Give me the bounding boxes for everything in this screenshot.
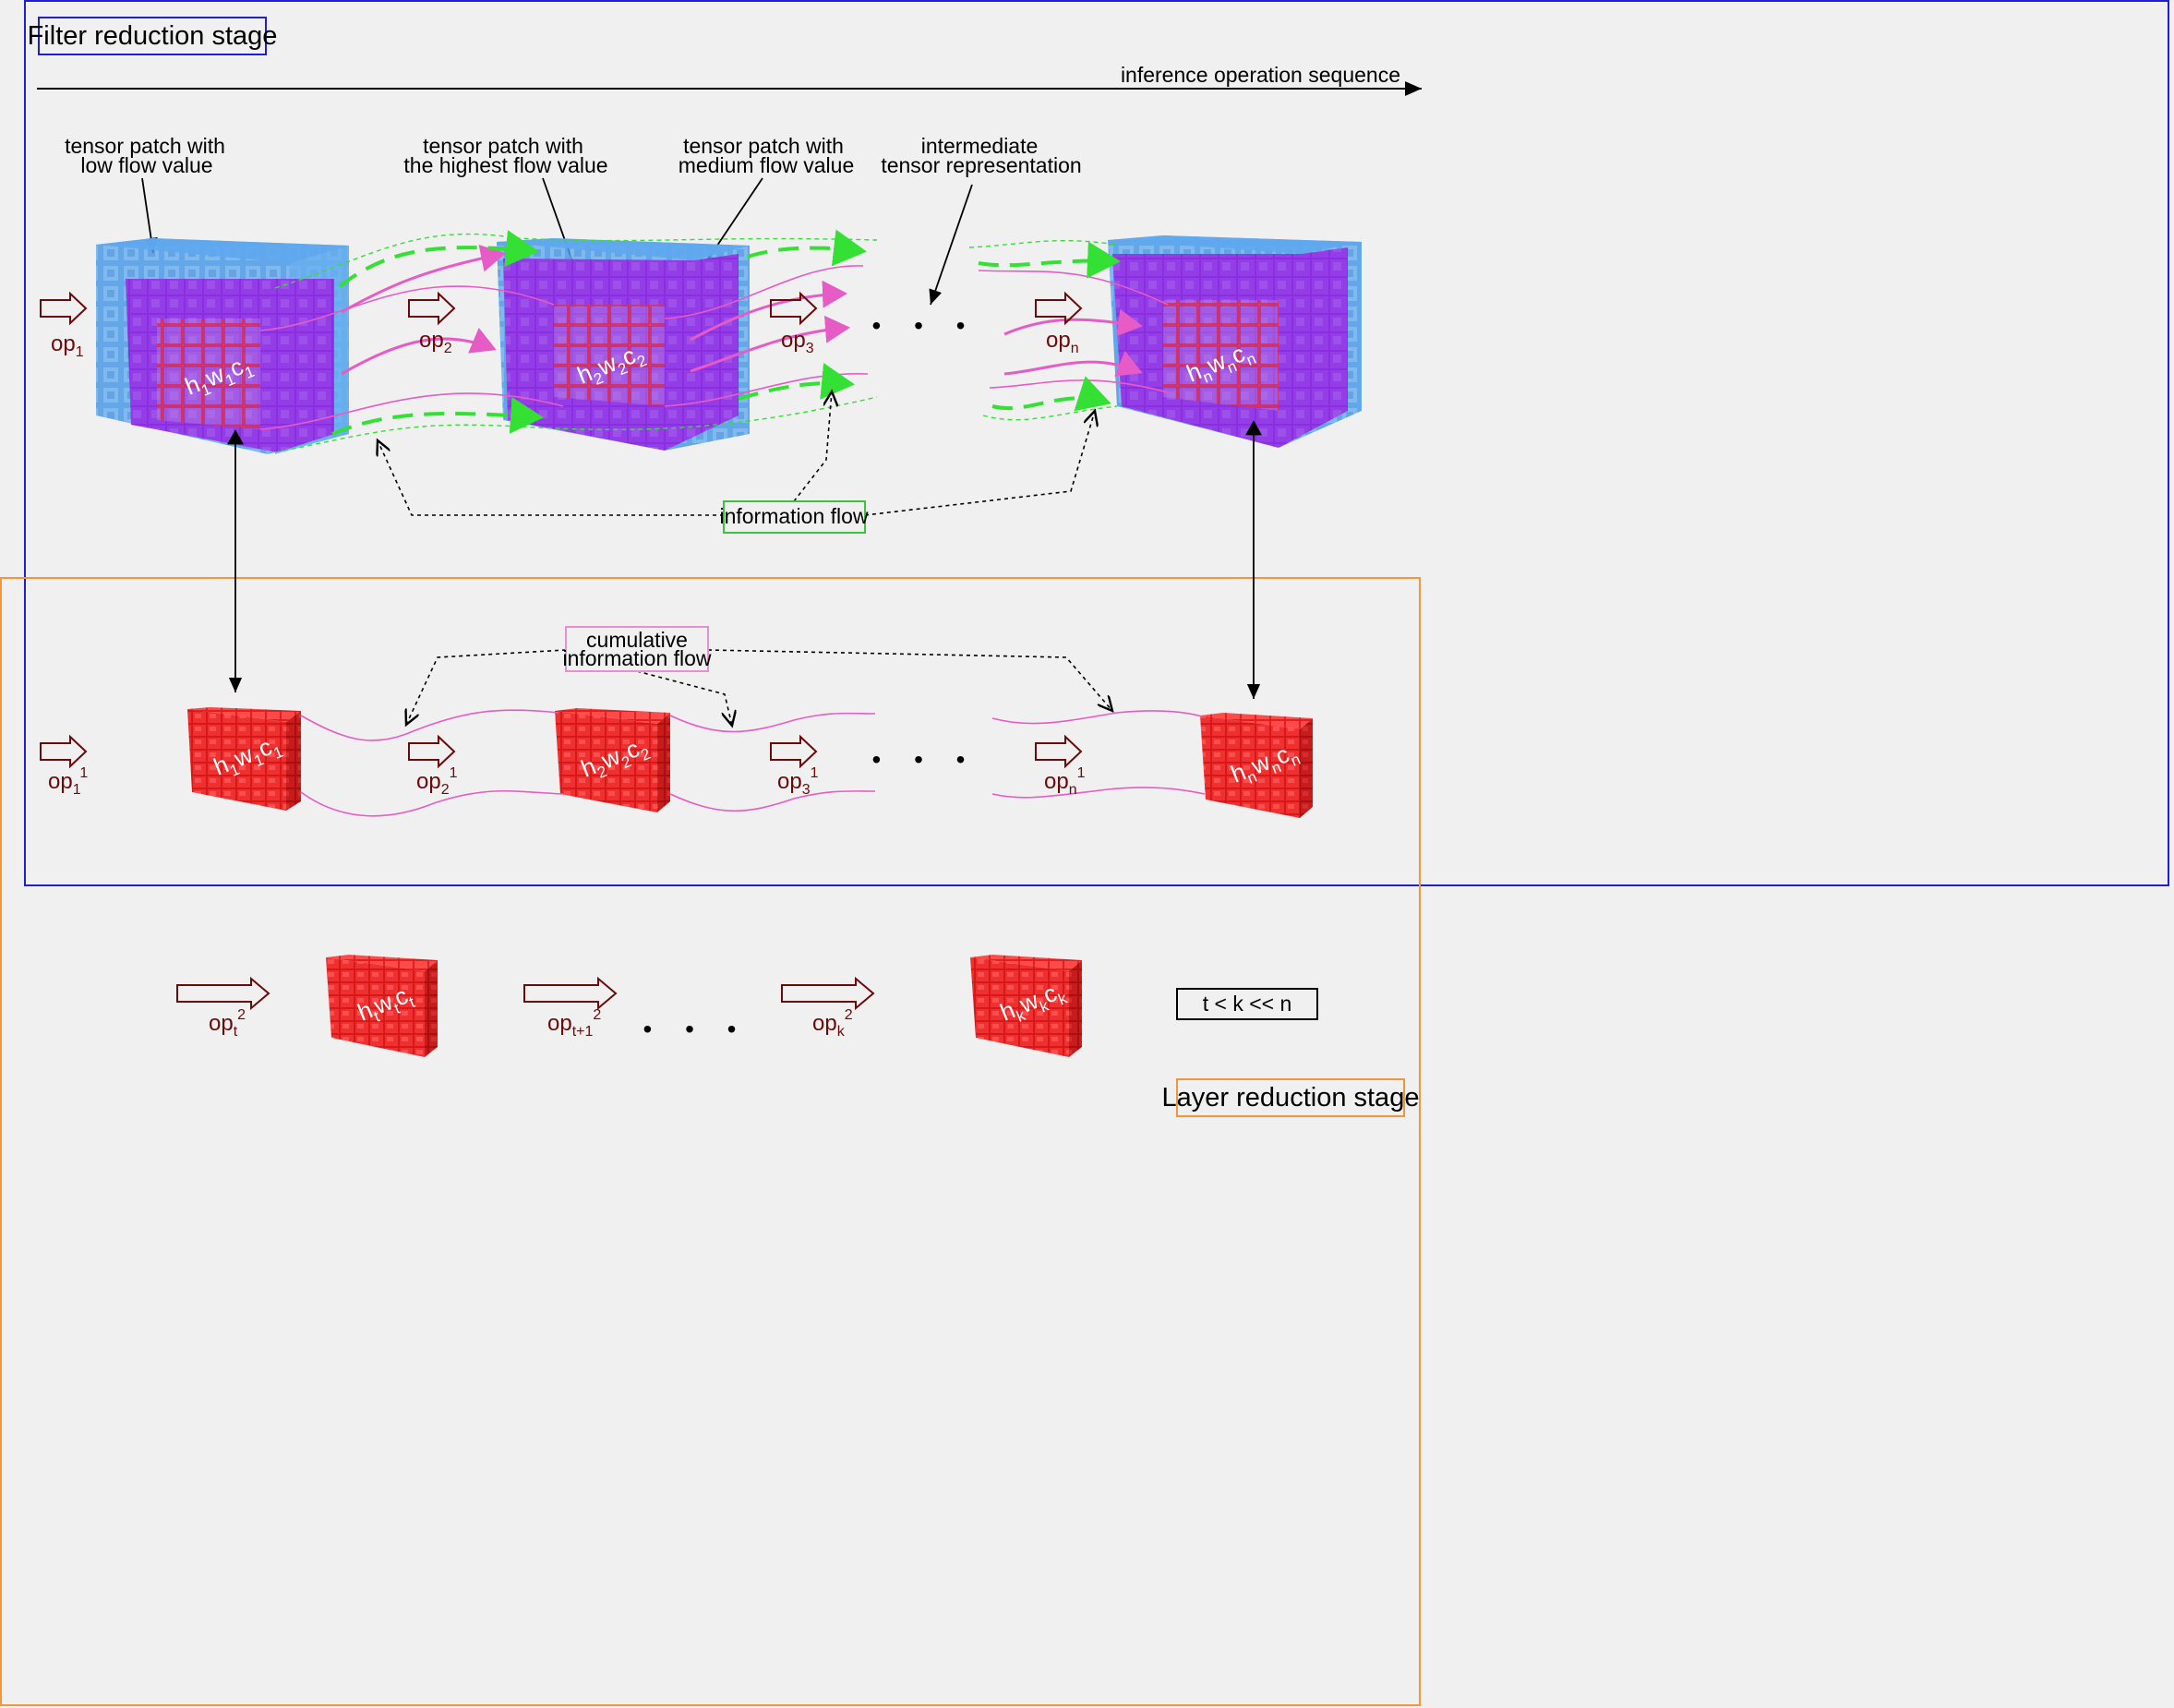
tensor-row2-1-label: h1w1c1 (210, 729, 285, 785)
filter-stage-title: Filter reduction stage (28, 21, 278, 51)
annotation-intermediate-line2: tensor representation (881, 153, 1081, 177)
op-row2-3: op31 (777, 765, 819, 798)
annotation-medium-flow-line2: medium flow value (679, 153, 854, 177)
pink-flow-lines-row2 (300, 709, 1206, 817)
cumulative-flow-box: cumulative information flow (562, 626, 712, 672)
cumulative-flow-line2: information flow (562, 646, 711, 670)
condition-box: t < k << n (1176, 988, 1318, 1020)
tensor-row2-2: h2w2c2 (555, 708, 670, 812)
cumulative-flow-line1: cumulative (586, 628, 688, 652)
op-row1-n: opn (1046, 328, 1079, 356)
filter-stage-title-box: Filter reduction stage (28, 17, 278, 55)
tensor-row2-n: hnwncn (1200, 713, 1313, 818)
annotation-highest-flow-line1: tensor patch with (423, 134, 583, 158)
op-row2-1: op11 (48, 765, 88, 798)
annotation-low-flow: tensor patch with low flow value (65, 134, 225, 254)
op-row2-n: opn1 (1044, 765, 1086, 798)
op-row3-t: opt2 (209, 1007, 246, 1040)
information-flow-box: information flow (719, 500, 869, 534)
ellipsis-row1: • • • (872, 311, 979, 340)
annotation-highest-flow-line2: the highest flow value (403, 153, 607, 177)
pink-flow-arrows-row1 (341, 245, 1143, 377)
op-row2-2: op21 (416, 765, 458, 798)
op-row1-3: op3 (781, 328, 814, 356)
op-row1-1: op1 (51, 331, 84, 360)
filter-stage-box (24, 0, 2169, 886)
layer-stage-title: Layer reduction stage (1162, 1083, 1420, 1113)
annotation-intermediate: intermediate tensor representation (881, 134, 1082, 306)
op-row3-t1: opt+12 (547, 1007, 601, 1040)
cumulative-flow-pointers (406, 649, 1112, 726)
annotation-intermediate-line1: intermediate (921, 134, 1039, 158)
annotation-low-flow-line1: tensor patch with (65, 134, 225, 158)
op-row1-2: op2 (419, 328, 452, 356)
ellipsis-row2: • • • (872, 745, 979, 774)
information-flow-label: information flow (719, 504, 868, 528)
op-arrows-row3 (176, 976, 875, 1011)
annotation-medium-flow-line1: tensor patch with (683, 134, 844, 158)
tensor-row3-k: hkwkck (970, 955, 1082, 1057)
layer-stage-title-box: Layer reduction stage (1162, 1078, 1420, 1117)
layer-stage-box (0, 577, 1421, 1706)
tensor-row3-t: htwtct (326, 955, 438, 1057)
tensor-row1-2: h2w2c2 (497, 238, 750, 451)
tensor-row3-k-label: hkwkck (996, 976, 1070, 1031)
condition-label: t < k << n (1203, 992, 1292, 1016)
op-arrows-row1 (40, 291, 1083, 326)
ellipsis-row3: • • • (643, 1015, 750, 1043)
tensor-row3-t-label: htwtct (354, 980, 417, 1030)
information-flow-pointers (378, 391, 1095, 516)
op-row3-k: opk2 (812, 1007, 853, 1040)
tensor-row2-1: h1w1c1 (187, 707, 301, 811)
tensor-row1-n: hnwncn (1108, 235, 1362, 448)
annotation-low-flow-line2: low flow value (80, 153, 212, 177)
sequence-label: inference operation sequence (1121, 63, 1400, 87)
tensor-row1-1: h1w1c1 (96, 238, 349, 454)
green-flow-row1 (274, 229, 1121, 453)
op-arrows-row2 (40, 734, 1083, 769)
